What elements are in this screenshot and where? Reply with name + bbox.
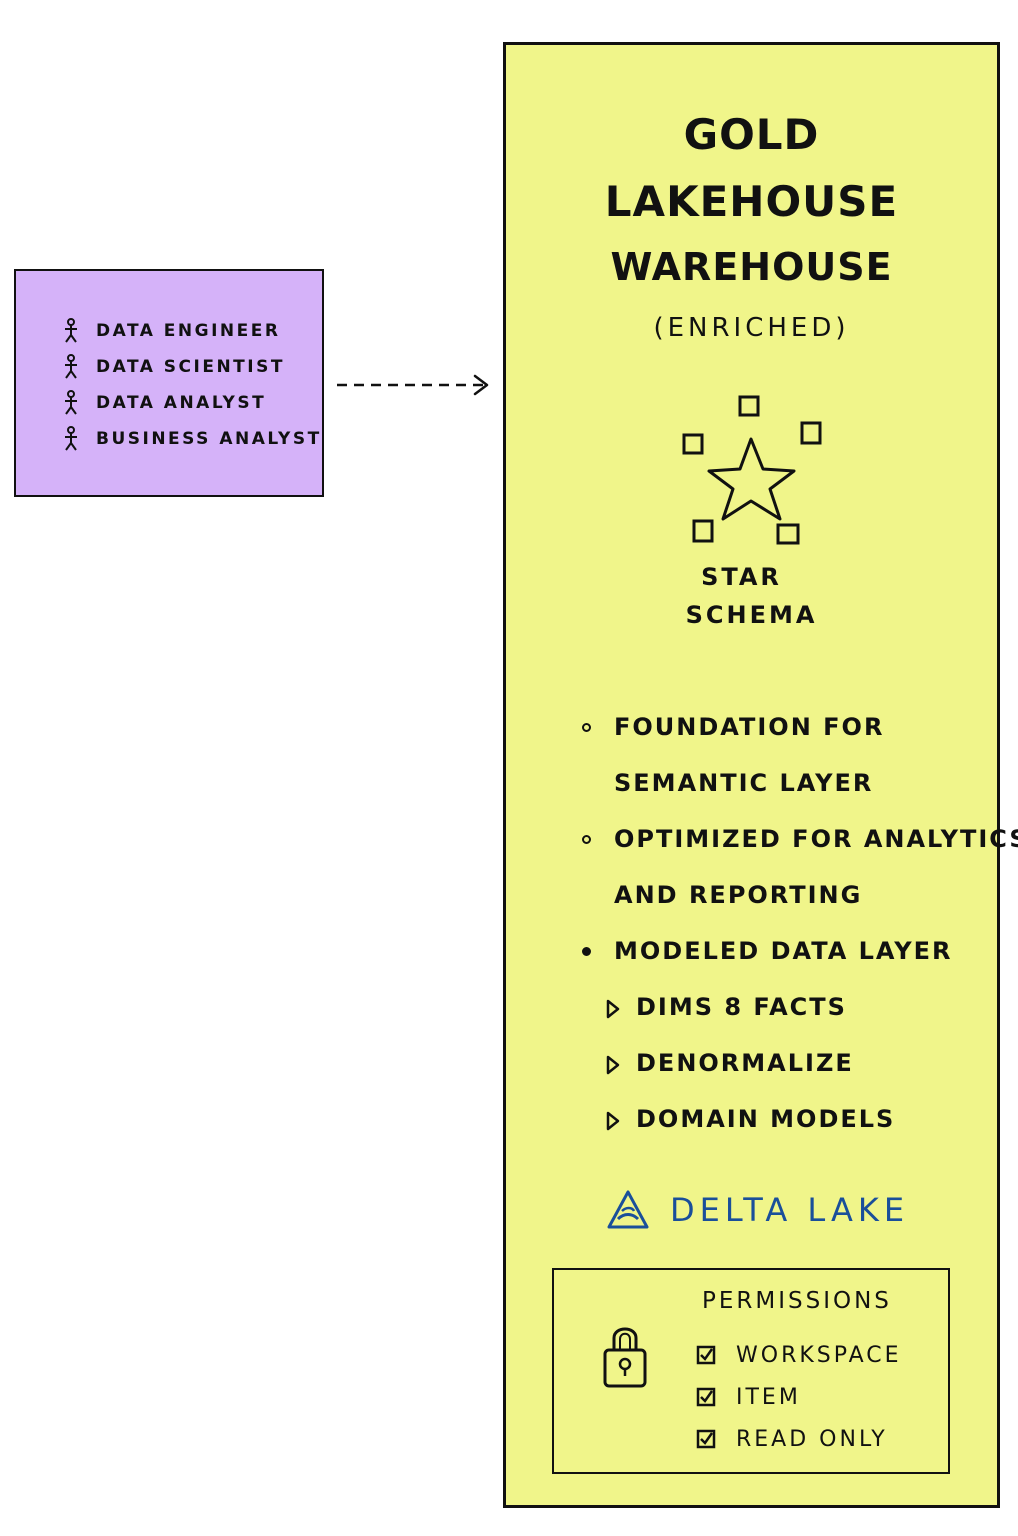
- sub-feature-item: DIMS 8 FACTS: [576, 987, 996, 1043]
- users-box: DATA ENGINEER DATA SCIENTIST DATA ANALYS…: [14, 269, 324, 497]
- permission-label: READ ONLY: [736, 1426, 888, 1452]
- permission-item-read-only: READ ONLY: [696, 1418, 902, 1460]
- feature-item-continuation: AND REPORTING: [576, 875, 996, 931]
- permissions-title: PERMISSIONS: [702, 1288, 892, 1314]
- user-item-business-analyst: BUSINESS ANALYST: [62, 421, 322, 457]
- feature-text: AND REPORTING: [614, 881, 863, 909]
- user-label: DATA ANALYST: [96, 393, 267, 413]
- users-list: DATA ENGINEER DATA SCIENTIST DATA ANALYS…: [62, 313, 322, 457]
- user-label: DATA SCIENTIST: [96, 357, 285, 377]
- bullet-dot-icon: [582, 947, 591, 956]
- triangle-bullet-icon: [606, 1055, 620, 1075]
- feature-list: FOUNDATION FOR SEMANTIC LAYER OPTIMIZED …: [576, 707, 1018, 1155]
- bullet-circle-icon: [582, 835, 591, 844]
- user-item-data-engineer: DATA ENGINEER: [62, 313, 322, 349]
- subtitle-enriched: (ENRICHED): [653, 313, 850, 343]
- star-label-line1: STAR: [701, 563, 782, 591]
- lock-icon: [603, 1327, 647, 1388]
- delta-lake-logo: DELTA LAKE: [606, 1189, 909, 1231]
- feature-item: FOUNDATION FOR: [576, 707, 996, 763]
- feature-text: SEMANTIC LAYER: [614, 769, 874, 797]
- permissions-list: WORKSPACE ITEM READ ONLY: [696, 1334, 902, 1460]
- title-lakehouse: LAKEHOUSE: [604, 177, 899, 226]
- feature-item: OPTIMIZED FOR ANALYTICS: [576, 819, 1018, 875]
- sub-feature-item: DOMAIN MODELS: [576, 1099, 996, 1155]
- person-icon: [65, 354, 77, 379]
- user-label: DATA ENGINEER: [96, 321, 281, 341]
- star-label-line2: SCHEMA: [685, 601, 818, 629]
- checkbox-checked-icon: [696, 1429, 716, 1449]
- user-item-data-scientist: DATA SCIENTIST: [62, 349, 322, 385]
- feature-item: MODELED DATA LAYER: [576, 931, 996, 987]
- feature-item-continuation: SEMANTIC LAYER: [576, 763, 996, 819]
- title-warehouse: WAREHOUSE: [610, 245, 893, 289]
- person-icon: [65, 390, 77, 415]
- sub-feature-item: DENORMALIZE: [576, 1043, 996, 1099]
- feature-text: FOUNDATION FOR: [614, 713, 885, 741]
- person-icon: [65, 318, 77, 343]
- person-icon: [65, 426, 77, 451]
- triangle-bullet-icon: [606, 1111, 620, 1131]
- permission-label: WORKSPACE: [736, 1342, 902, 1368]
- permission-label: ITEM: [736, 1384, 801, 1410]
- user-label: BUSINESS ANALYST: [96, 429, 322, 449]
- bullet-circle-icon: [582, 723, 591, 732]
- dashed-arrow: [337, 374, 489, 396]
- permission-item-item: ITEM: [696, 1376, 902, 1418]
- title-gold: GOLD: [683, 110, 820, 159]
- checkbox-checked-icon: [696, 1345, 716, 1365]
- feature-text: MODELED DATA LAYER: [614, 937, 953, 965]
- gold-panel: GOLD LAKEHOUSE WAREHOUSE (ENRICHED) STAR…: [503, 42, 1018, 1508]
- checkbox-checked-icon: [696, 1387, 716, 1407]
- permission-item-workspace: WORKSPACE: [696, 1334, 902, 1376]
- sub-feature-text: DOMAIN MODELS: [636, 1105, 896, 1133]
- feature-text: OPTIMIZED FOR ANALYTICS: [614, 825, 1018, 853]
- permissions-box: PERMISSIONS WORKSPACE ITEM READ ONLY: [552, 1268, 950, 1474]
- triangle-bullet-icon: [606, 999, 620, 1019]
- sub-feature-text: DENORMALIZE: [636, 1049, 854, 1077]
- sub-feature-text: DIMS 8 FACTS: [636, 993, 847, 1021]
- star-schema-icon: [682, 395, 822, 545]
- delta-lake-label: DELTA LAKE: [670, 1191, 910, 1229]
- delta-lake-icon: [607, 1190, 649, 1229]
- user-item-data-analyst: DATA ANALYST: [62, 385, 322, 421]
